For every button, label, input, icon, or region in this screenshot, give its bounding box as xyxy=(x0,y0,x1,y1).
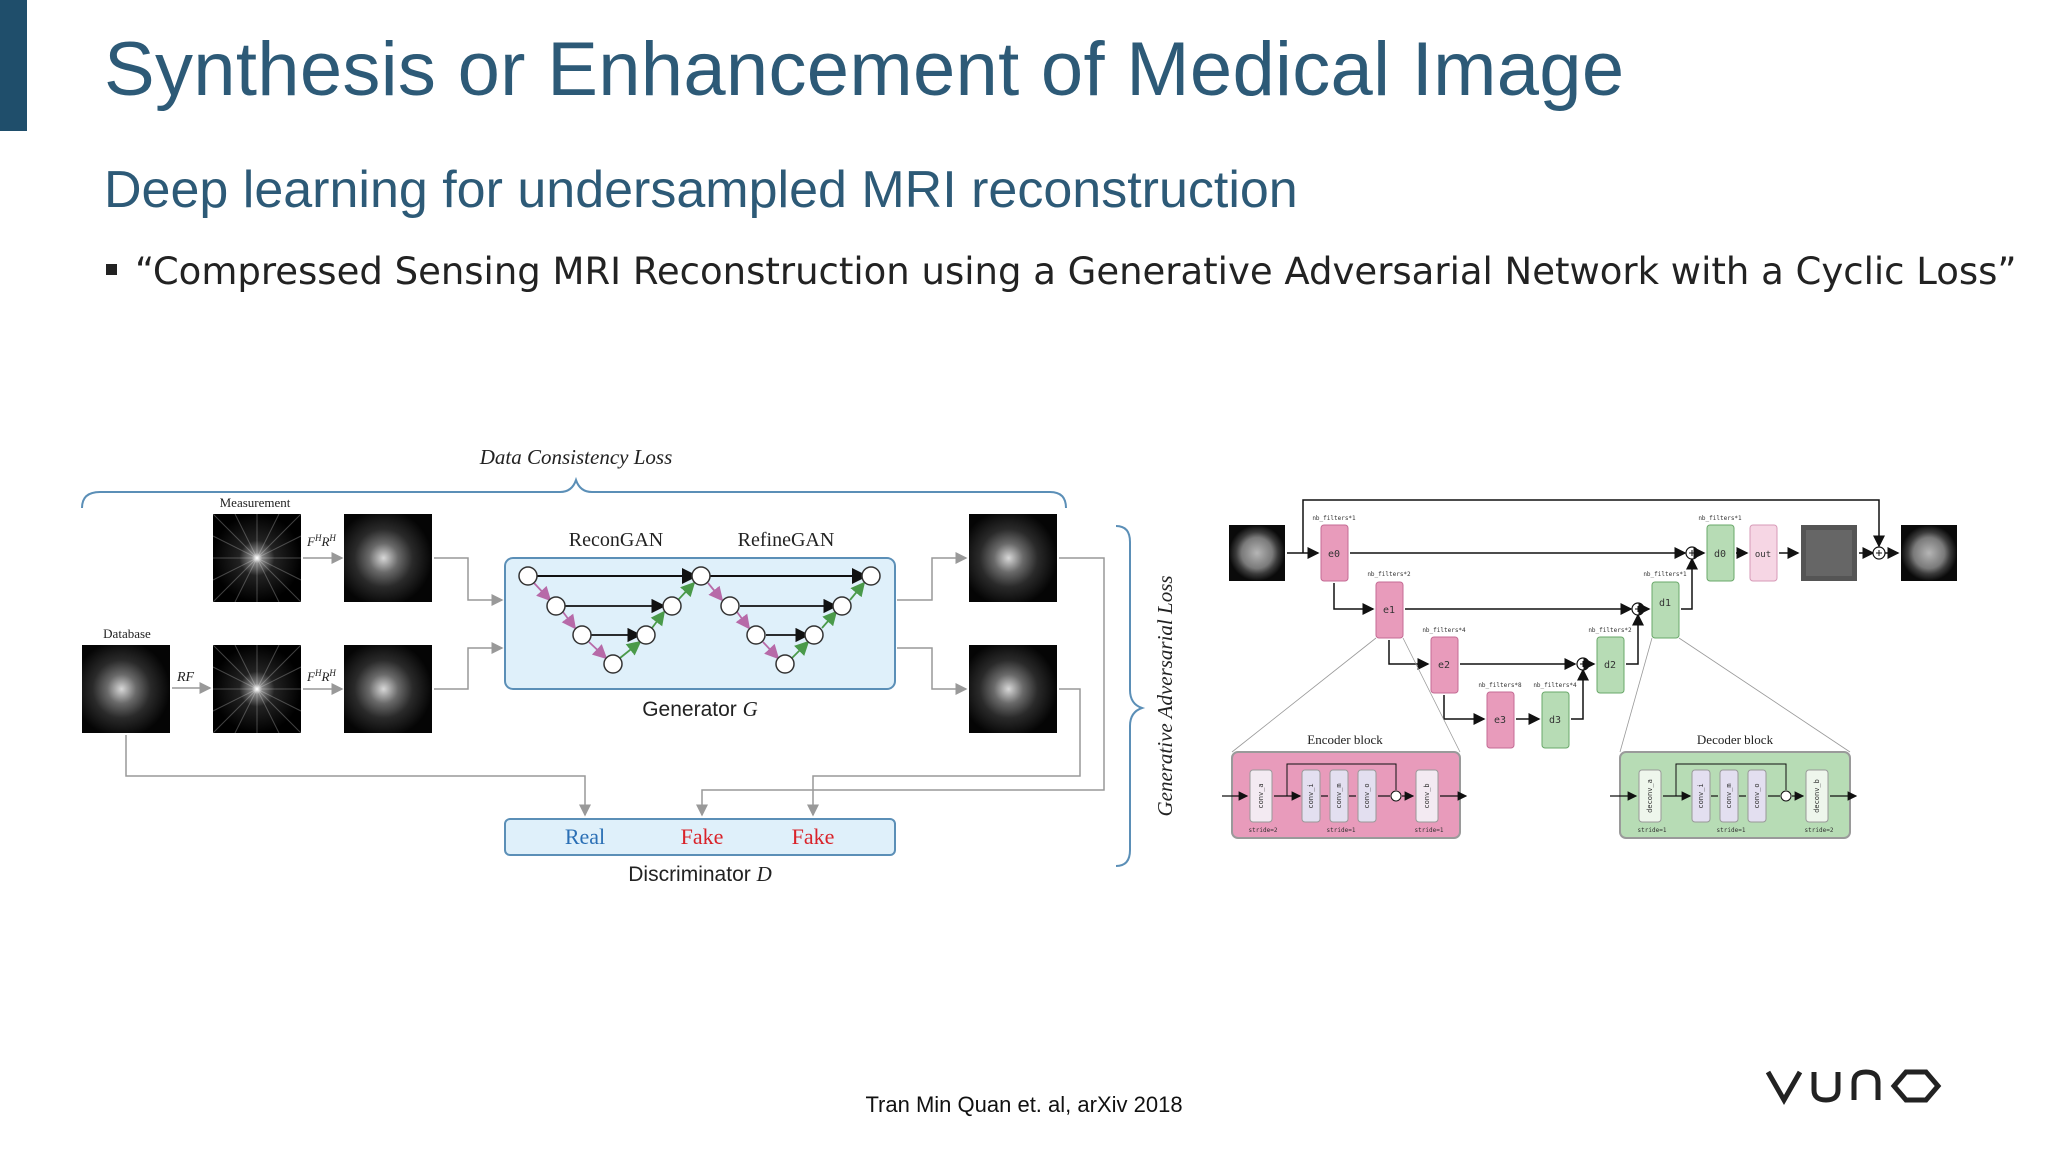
svg-text:d2: d2 xyxy=(1604,660,1616,671)
block-e0 xyxy=(1320,524,1349,582)
slide-title: Synthesis or Enhancement of Medical Imag… xyxy=(104,27,1625,112)
svg-text:conv_m: conv_m xyxy=(1725,783,1733,808)
citation: Tran Min Quan et. al, arXiv 2018 xyxy=(865,1092,1183,1117)
accent-bar xyxy=(0,0,27,131)
svg-text:stride=1: stride=1 xyxy=(1327,827,1356,834)
discriminator-box xyxy=(504,818,896,856)
bullet-text: “Compressed Sensing MRI Reconstruction u… xyxy=(135,250,2017,293)
output-brain-image xyxy=(1901,525,1957,581)
svg-text:nb_filters*1: nb_filters*1 xyxy=(1698,515,1742,522)
undersampled-mri-image-top xyxy=(344,514,432,602)
svg-text:stride=1: stride=1 xyxy=(1638,827,1667,834)
measurement-kspace-image xyxy=(212,513,302,603)
slide-subtitle: Deep learning for undersampled MRI recon… xyxy=(104,161,1298,219)
svg-text:e3: e3 xyxy=(1494,715,1506,726)
svg-text:conv_a: conv_a xyxy=(1257,783,1265,808)
svg-text:d3: d3 xyxy=(1549,715,1561,726)
fhrh-label-bottom: FHRH xyxy=(306,668,336,684)
reconstructed-image-top xyxy=(969,514,1057,602)
svg-text:deconv_b: deconv_b xyxy=(1813,779,1821,813)
svg-text:conv_b: conv_b xyxy=(1423,783,1431,808)
svg-text:out: out xyxy=(1755,550,1771,560)
recongan-label: ReconGAN xyxy=(569,529,663,551)
generator-network xyxy=(518,566,881,674)
svg-text:nb_filters*1: nb_filters*1 xyxy=(1312,515,1356,522)
measurement-label: Measurement xyxy=(220,495,291,510)
block-e2 xyxy=(1430,636,1459,694)
adversarial-loss-label: Generative Adversarial Loss xyxy=(1153,575,1177,816)
svg-text:e0: e0 xyxy=(1328,549,1340,560)
encoder-block-title: Encoder block xyxy=(1307,732,1383,747)
refinegan-label: RefineGAN xyxy=(738,529,835,551)
rf-label: RF xyxy=(176,670,195,685)
bullet-item: “Compressed Sensing MRI Reconstruction u… xyxy=(106,250,2017,293)
vuno-logo xyxy=(1765,1069,1942,1106)
svg-text:d0: d0 xyxy=(1714,549,1726,560)
data-consistency-brace xyxy=(81,476,1067,509)
block-e1 xyxy=(1375,581,1404,639)
bullet-marker xyxy=(106,264,117,275)
svg-text:nb_filters*8: nb_filters*8 xyxy=(1478,682,1522,689)
undersampled-mri-image-bottom xyxy=(344,645,432,733)
fake-label-2: Fake xyxy=(792,824,835,849)
database-label: Database xyxy=(103,626,151,641)
svg-text:conv_o: conv_o xyxy=(1363,783,1371,808)
svg-text:conv_i: conv_i xyxy=(1307,783,1315,808)
svg-text:nb_filters*4: nb_filters*4 xyxy=(1533,682,1577,689)
svg-text:conv_o: conv_o xyxy=(1753,783,1761,808)
block-d3 xyxy=(1541,691,1570,749)
svg-text:stride=1: stride=1 xyxy=(1415,827,1444,834)
adversarial-brace xyxy=(1115,525,1146,867)
input-brain-image xyxy=(1229,525,1285,581)
database-mri-image xyxy=(82,645,170,733)
fake-label-1: Fake xyxy=(681,824,724,849)
block-e3 xyxy=(1486,691,1515,749)
reconstructed-image-bottom xyxy=(969,645,1057,733)
fhrh-label-top: FHRH xyxy=(306,533,336,549)
svg-text:nb_filters*2: nb_filters*2 xyxy=(1367,571,1411,578)
svg-text:nb_filters*4: nb_filters*4 xyxy=(1422,627,1466,634)
svg-text:conv_i: conv_i xyxy=(1697,783,1705,808)
unet-architecture: e0 nb_filters*1 e1 nb_filters*2 e2 nb_fi… xyxy=(1222,499,1957,839)
block-out xyxy=(1749,524,1778,582)
decoder-block-title: Decoder block xyxy=(1697,732,1774,747)
svg-text:d1: d1 xyxy=(1659,598,1671,609)
real-label: Real xyxy=(565,824,605,849)
svg-text:nb_filters*2: nb_filters*2 xyxy=(1588,627,1632,634)
svg-text:e1: e1 xyxy=(1383,605,1395,616)
block-d2 xyxy=(1596,636,1625,694)
sampled-kspace-image xyxy=(212,644,302,734)
data-consistency-loss-label: Data Consistency Loss xyxy=(479,445,673,469)
svg-text:stride=2: stride=2 xyxy=(1249,827,1278,834)
svg-text:stride=2: stride=2 xyxy=(1805,827,1834,834)
discriminator-label: Discriminator D xyxy=(628,862,772,886)
block-d0 xyxy=(1706,524,1735,582)
svg-text:e2: e2 xyxy=(1438,660,1450,671)
block-d1 xyxy=(1651,581,1680,639)
svg-text:deconv_a: deconv_a xyxy=(1646,779,1654,813)
svg-text:nb_filters*1: nb_filters*1 xyxy=(1643,571,1687,578)
svg-text:conv_m: conv_m xyxy=(1335,783,1343,808)
svg-text:stride=1: stride=1 xyxy=(1717,827,1746,834)
generator-label: Generator G xyxy=(642,697,758,721)
